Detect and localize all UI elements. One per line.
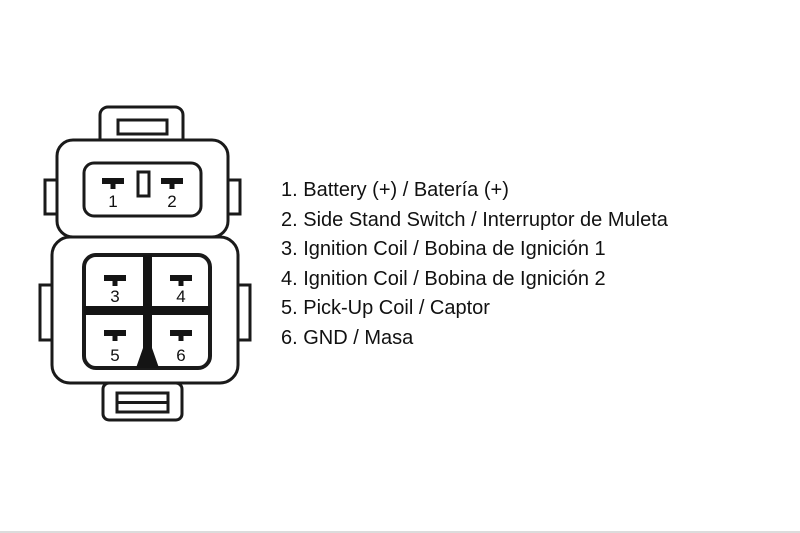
pin-6-label: 6 (176, 346, 185, 365)
connector-diagram: 1 2 3 4 5 6 (38, 105, 252, 422)
legend-item-3: 3. Ignition Coil / Bobina de Ignición 1 (281, 238, 606, 260)
pin-2-label: 2 (167, 192, 176, 211)
pin-5-terminal (104, 330, 126, 336)
pin-4-terminal-tick (178, 281, 184, 286)
legend-item-5: 5. Pick-Up Coil / Captor (281, 297, 490, 319)
cross-divider-horizontal (84, 306, 210, 315)
legend-item-4: 4. Ignition Coil / Bobina de Ignición 2 (281, 267, 606, 290)
pin-5-terminal-tick (112, 336, 118, 341)
pin-3-label: 3 (110, 287, 119, 306)
cross-divider-base (136, 348, 159, 368)
upper-inner-frame (82, 161, 203, 218)
legend-item-6: 6. GND / Masa (281, 326, 414, 349)
legend-item-1: 1. Battery (+) / Batería (+) (281, 179, 509, 201)
bottom-edge-divider (0, 531, 800, 533)
pin-6-terminal (170, 330, 192, 336)
legend-list: 1. Battery (+) / Batería (+) 2. Side Sta… (281, 176, 668, 353)
pin-2-terminal (161, 178, 183, 184)
pin-2-terminal-tick (169, 184, 175, 189)
pin-3-terminal (104, 275, 126, 281)
pin-4-label: 4 (176, 287, 185, 306)
pin-1-terminal-tick (110, 184, 116, 189)
pin-1-label: 1 (108, 192, 117, 211)
top-tab-latch (116, 118, 169, 136)
pin-5-label: 5 (110, 346, 119, 365)
legend-item-2: 2. Side Stand Switch / Interruptor de Mu… (281, 208, 668, 231)
keyway-slot (136, 170, 151, 198)
pin-4-terminal (170, 275, 192, 281)
pin-1-terminal (102, 178, 124, 184)
pin-6-terminal-tick (178, 336, 184, 341)
pin-3-terminal-tick (112, 281, 118, 286)
